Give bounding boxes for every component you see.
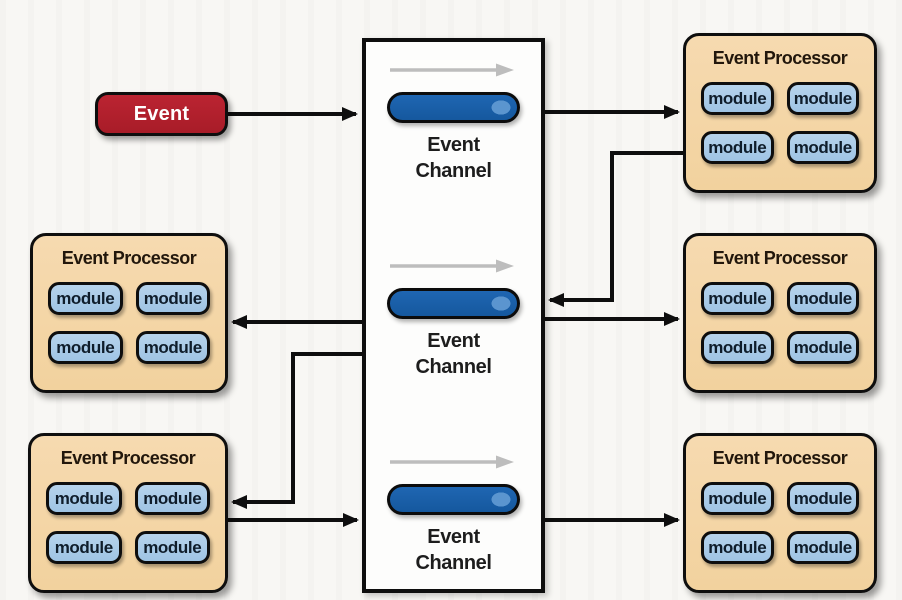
module-pill: module	[786, 82, 859, 115]
module-pill: module	[48, 282, 123, 315]
flow-direction-arrow-icon	[389, 63, 514, 77]
arrow-processor-top-right-to-channel2	[548, 151, 683, 307]
processor-title: Event Processor	[61, 248, 197, 268]
event-processor-bottom-left: Event Processor module module module mod…	[28, 433, 228, 593]
channel-section-2: Event Channel	[366, 258, 541, 381]
event-processor-top-right: Event Processor module module module mod…	[683, 33, 877, 193]
module-grid: module module module module	[686, 482, 874, 564]
channel-label: Event Channel	[415, 526, 492, 575]
module-pill: module	[786, 482, 859, 515]
processor-title: Event Processor	[712, 448, 848, 468]
event-channel-container: Event Channel Event Channel Event Channe…	[362, 38, 545, 593]
module-pill: module	[701, 482, 774, 515]
flow-direction-arrow-icon	[389, 259, 514, 273]
channel-cylinder-icon	[387, 288, 520, 319]
module-grid: module module module module	[33, 282, 225, 364]
event-processor-middle-left: Event Processor module module module mod…	[30, 233, 228, 393]
event-label: Event	[133, 102, 190, 125]
module-pill: module	[135, 282, 210, 315]
processor-title: Event Processor	[712, 48, 848, 68]
module-grid: module module module module	[31, 482, 225, 564]
module-pill: module	[46, 531, 122, 564]
flow-direction-arrow-icon	[389, 455, 514, 469]
module-pill: module	[701, 282, 774, 315]
module-pill: module	[786, 531, 859, 564]
module-pill: module	[48, 331, 123, 364]
module-pill: module	[46, 482, 122, 515]
event-node: Event	[95, 92, 228, 136]
processor-title: Event Processor	[60, 448, 196, 468]
module-pill: module	[701, 131, 774, 164]
channel-section-3: Event Channel	[366, 454, 541, 577]
event-processor-bottom-right: Event Processor module module module mod…	[683, 433, 877, 593]
module-pill: module	[786, 282, 859, 315]
channel-cylinder-icon	[387, 484, 520, 515]
processor-title: Event Processor	[712, 248, 848, 268]
module-pill: module	[134, 531, 210, 564]
module-pill: module	[701, 331, 774, 364]
module-pill: module	[701, 531, 774, 564]
channel-label: Event Channel	[415, 330, 492, 379]
channel-section-1: Event Channel	[366, 62, 541, 185]
module-pill: module	[786, 331, 859, 364]
channel-label: Event Channel	[415, 134, 492, 183]
arrow-channel2-to-processor-bottom-left	[231, 352, 362, 509]
module-pill: module	[701, 82, 774, 115]
module-pill: module	[134, 482, 210, 515]
event-processor-middle-right: Event Processor module module module mod…	[683, 233, 877, 393]
module-grid: module module module module	[686, 82, 874, 164]
module-pill: module	[135, 331, 210, 364]
module-grid: module module module module	[686, 282, 874, 364]
channel-cylinder-icon	[387, 92, 520, 123]
module-pill: module	[786, 131, 859, 164]
